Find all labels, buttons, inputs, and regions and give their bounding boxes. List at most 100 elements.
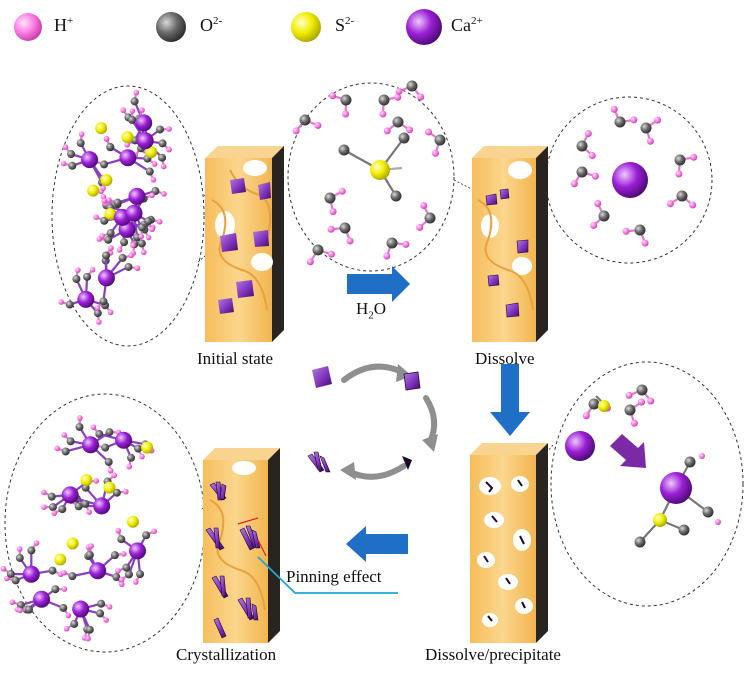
atom-hydrogen: [79, 131, 85, 137]
legend-oxygen-label: O2-: [200, 15, 222, 36]
atom-hydrogen: [135, 265, 141, 271]
pore-block-dissolve: [472, 146, 548, 342]
atom-hydrogen: [75, 267, 81, 273]
atom-oxygen: [16, 554, 24, 562]
atom-oxygen: [59, 604, 67, 612]
atom-oxygen: [340, 223, 351, 234]
atom-hydrogen: [161, 191, 167, 197]
atom-oxygen: [77, 139, 85, 147]
atom-calcium: [126, 205, 143, 222]
label-dissolve-precipitate: Dissolve/precipitate: [425, 645, 561, 665]
atom-sulfur: [122, 131, 134, 143]
atom-hydrogen: [347, 238, 354, 245]
legend-oxygen-dot: [156, 12, 186, 42]
atom-hydrogen: [425, 128, 432, 135]
atom-hydrogen: [58, 299, 64, 305]
atom-sulfur: [653, 513, 667, 527]
atom-hydrogen: [108, 468, 114, 474]
atom-hydrogen: [10, 599, 16, 605]
atom-oxygen: [159, 139, 167, 147]
atom-calcium: [93, 497, 110, 514]
atom-hydrogen: [91, 424, 97, 430]
atom-hydrogen: [590, 222, 597, 229]
atom-hydrogen: [130, 108, 136, 114]
atom-hydrogen: [402, 241, 409, 248]
atom-calcium: [137, 132, 154, 149]
atom-hydrogen: [41, 489, 47, 495]
atom-calcium: [129, 542, 146, 559]
atom-hydrogen: [611, 106, 618, 113]
atom-oxygen: [703, 507, 714, 518]
atom-oxygen: [96, 609, 104, 617]
zoom-crystallization: [5, 394, 205, 652]
atom-hydrogen: [589, 152, 596, 159]
atom-oxygen: [156, 125, 164, 133]
atom-sulfur: [95, 122, 107, 134]
atom-oxygen: [117, 535, 125, 543]
atom-hydrogen: [133, 579, 139, 585]
atom-calcium: [115, 432, 132, 449]
legend-calcium-label: Ca2+: [451, 15, 483, 36]
atom-hydrogen: [329, 92, 336, 99]
arrow-initial-to-dissolve: [347, 266, 410, 302]
atom-oxygen: [106, 143, 114, 151]
atom-hydrogen: [571, 180, 578, 187]
atom-hydrogen: [120, 107, 126, 113]
atom-hydrogen: [689, 202, 696, 209]
atom-hydrogen: [93, 214, 99, 220]
atom-oxygen: [577, 141, 588, 152]
atom-oxygen: [685, 457, 696, 468]
atom-hydrogen: [592, 173, 599, 180]
legend-calcium-dot: [406, 9, 442, 45]
atom-hydrogen: [108, 310, 114, 316]
atom-hydrogen: [102, 198, 108, 204]
atom-oxygen: [105, 428, 113, 436]
atom-hydrogen: [151, 528, 157, 534]
atom-hydrogen: [103, 617, 109, 623]
atom-oxygen: [128, 116, 136, 124]
atom-hydrogen: [108, 245, 114, 251]
label-water: H2O: [356, 299, 386, 321]
atom-hydrogen: [128, 253, 134, 259]
atom-oxygen: [58, 505, 66, 513]
atom-oxygen: [27, 546, 35, 554]
atom-calcium: [612, 162, 648, 198]
atom-hydrogen: [626, 392, 633, 399]
atom-hydrogen: [307, 258, 314, 265]
atom-oxygen: [341, 95, 352, 106]
atom-oxygen: [66, 301, 74, 309]
atom-calcium: [62, 486, 79, 503]
atom-hydrogen: [699, 453, 705, 459]
legend-sulfur-label: S2-: [335, 15, 354, 36]
atom-oxygen: [625, 405, 636, 416]
atom-hydrogen: [161, 164, 167, 170]
atom-hydrogen: [51, 510, 57, 516]
atom-oxygen: [675, 155, 686, 166]
atom-hydrogen: [138, 234, 144, 240]
atom-oxygen: [399, 133, 410, 144]
label-initial-state: Initial state: [197, 349, 273, 369]
atom-hydrogen: [166, 126, 172, 132]
atom-hydrogen: [95, 305, 101, 311]
atom-hydrogen: [420, 202, 427, 209]
atom-hydrogen: [151, 177, 157, 183]
atom-hydrogen: [93, 478, 99, 484]
atom-hydrogen: [146, 235, 152, 241]
atom-oxygen: [136, 570, 144, 578]
atom-sulfur: [103, 482, 115, 494]
atom-oxygen: [83, 273, 91, 281]
atom-oxygen: [144, 217, 152, 225]
atom-hydrogen: [647, 397, 654, 404]
atom-oxygen: [86, 551, 94, 559]
atom-oxygen: [105, 458, 113, 466]
atom-oxygen: [114, 199, 122, 207]
atom-hydrogen: [85, 636, 91, 642]
atom-hydrogen: [63, 144, 69, 150]
atom-hydrogen: [690, 154, 697, 161]
legend-sulfur-dot: [291, 12, 321, 42]
atom-oxygen: [62, 447, 70, 455]
atom-oxygen: [125, 570, 133, 578]
atom-oxygen: [97, 600, 105, 608]
atom-oxygen: [379, 95, 390, 106]
atom-oxygen: [99, 297, 107, 305]
